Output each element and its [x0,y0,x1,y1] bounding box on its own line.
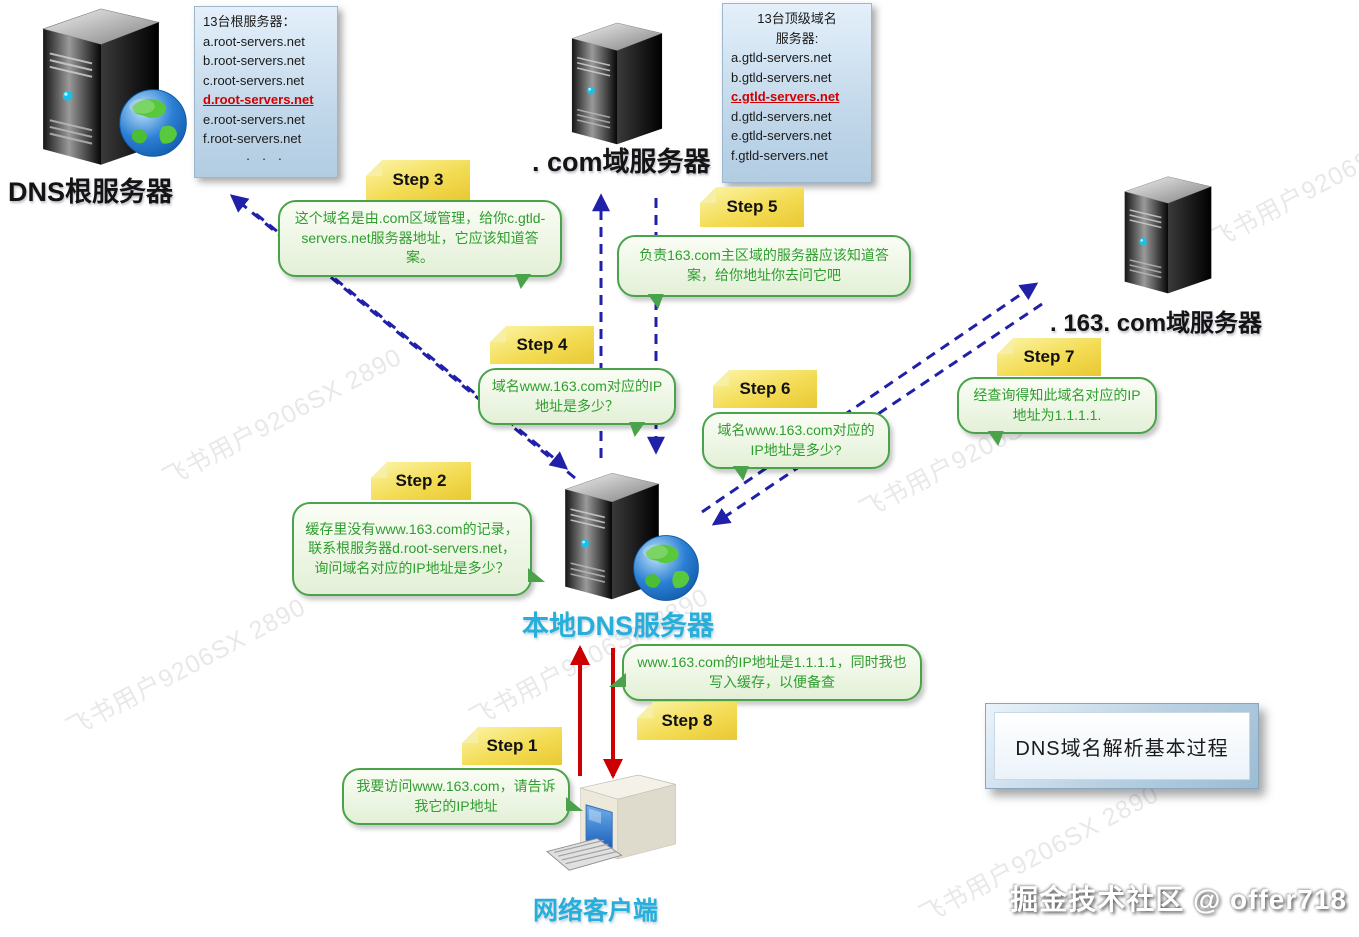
root-list-item: b.root-servers.net [203,53,305,68]
credit-text: 掘金技术社区 @ offer718 [1010,884,1347,915]
gtld-list-item: b.gtld-servers.net [731,69,832,85]
gtld-server-label: . com域服务器 [532,147,711,177]
step8-bubble: www.163.com的IP地址是1.1.1.1，同时我也写入缓存，以便备查 [609,644,922,702]
step3-bubble: 这个域名是由.com区域管理，给你c.gtld-servers.net服务器地址… [278,200,562,277]
step3-note: Step 3 [366,160,470,200]
watermark-text: 飞书用户9206SX 2890 [157,342,407,493]
step2-bubble: 缓存里没有www.163.com的记录，联系根服务器d.root-servers… [292,502,545,596]
diagram-title: DNS域名解析基本过程 [994,712,1250,780]
root-list-item: a.root-servers.net [203,33,305,49]
gtld-list-title-line1: 13台顶级域名 [757,11,837,26]
root-list-title: 13台根服务器： [203,14,296,29]
root-server-label: DNS根服务器 [8,177,174,207]
step7-note: Step 7 [997,338,1101,376]
gtld-list-item: e.gtld-servers.net [731,128,832,143]
gtld-list-item: d.gtld-servers.net [731,108,832,124]
root-list-item: c.root-servers.net [203,72,305,88]
local-dns-label: 本地DNS服务器 [522,611,715,641]
root-server-list: 13台根服务器： a.root-servers.net b.root-serve… [194,6,338,178]
site163-server-icon [1118,170,1218,295]
gtld-server-icon [565,16,669,146]
globe-icon [633,535,699,601]
root-list-item: f.root-servers.net [203,131,302,146]
step2-note: Step 2 [371,462,471,500]
globe-icon [119,89,187,157]
step5-note: Step 5 [700,187,804,227]
step1-bubble: 我要访问www.163.com，请告诉我它的IP地址 [342,768,583,826]
step4-bubble: 域名www.163.com对应的IP地址是多少？ [478,368,676,426]
watermark-text: 飞书用户9206SX 2890 [61,592,311,743]
gtld-list-item: a.gtld-servers.net [731,50,832,65]
step7-bubble: 经查询得知此域名对应的IP地址为1.1.1.1. [957,377,1157,435]
gtld-list-item-highlighted: c.gtld-servers.net [731,89,840,104]
step1-note: Step 1 [462,727,562,765]
root-list-ellipsis: · · · [245,150,287,166]
step6-bubble: 域名www.163.com对应的IP地址是多少? [702,412,890,470]
root-list-item: e.root-servers.net [203,111,305,127]
client-label: 网络客户端 [533,897,659,925]
step6-note: Step 6 [713,370,817,408]
root-list-item-highlighted: d.root-servers.net [203,92,314,107]
diagram-title-box: DNS域名解析基本过程 [985,703,1259,789]
step8-note: Step 8 [637,702,737,740]
watermark-text: 飞书用户9206SX 2890 [1204,105,1359,255]
step5-bubble: 负责163.com主区域的服务器应该知道答案，给你地址你去问它吧 [617,235,911,297]
site163-server-label: . 163. com域服务器 [1050,310,1263,337]
step4-note: Step 4 [490,326,594,364]
gtld-list-title-line2: 服务器: [775,30,819,46]
gtld-list-item: f.gtld-servers.net [731,147,828,163]
gtld-server-list: 13台顶级域名 服务器: a.gtld-servers.net b.gtld-s… [722,3,872,183]
